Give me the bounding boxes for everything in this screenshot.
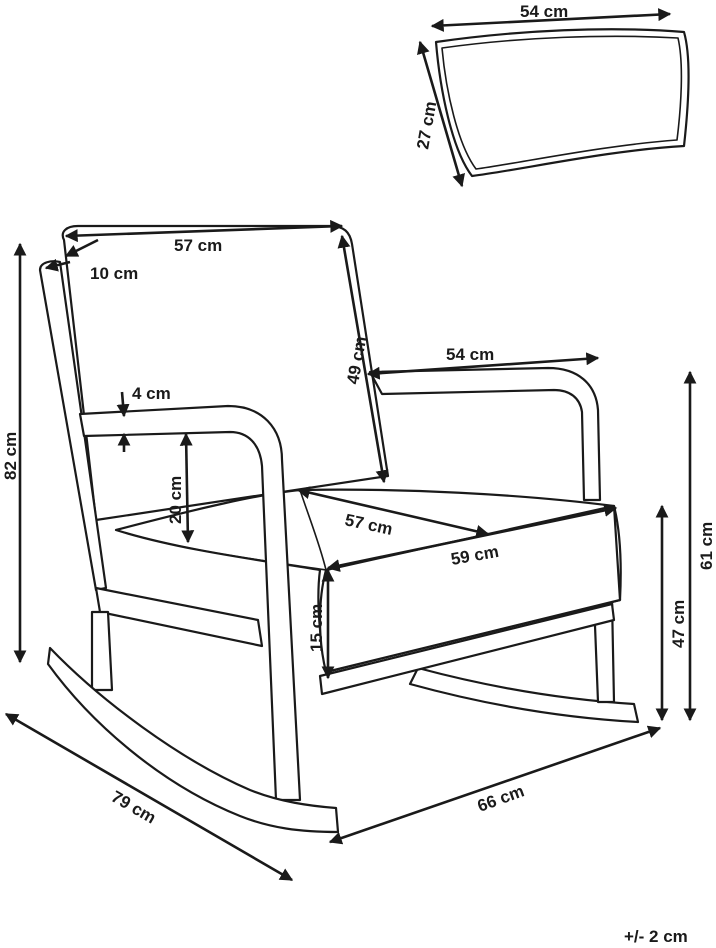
seat-width-line: [326, 504, 618, 572]
backrest-height-line: [337, 234, 389, 484]
rocking-chair-drawing: [38, 224, 640, 834]
total-height-label: 82 cm: [1, 432, 20, 480]
backrest-top-line-b: [44, 258, 71, 272]
cushion-width-label: 54 cm: [520, 2, 568, 21]
cushion-width-line: [430, 8, 672, 32]
lumbar-cushion-drawing: [434, 28, 690, 178]
armrest-thickness-line-top: [116, 391, 130, 418]
total-depth-label: 79 cm: [108, 787, 159, 828]
backrest-top-label: 10 cm: [90, 264, 138, 283]
total-width-label: 66 cm: [475, 781, 527, 815]
total-width-line: [328, 725, 662, 845]
backrest-width-line: [64, 219, 344, 243]
arm-height-label: 61 cm: [697, 522, 716, 570]
dimension-lines: [4, 8, 697, 882]
seat-thickness-label: 15 cm: [307, 604, 326, 652]
backrest-width-label: 57 cm: [174, 236, 222, 255]
total-depth-line: [4, 712, 294, 882]
tolerance-note: +/- 2 cm: [624, 927, 688, 946]
seat-height-label: 47 cm: [669, 600, 688, 648]
cushion-height-line: [417, 40, 465, 188]
cushion-height-label: 27 cm: [413, 100, 440, 151]
backrest-top-line: [64, 238, 99, 258]
armrest-length-line: [366, 352, 600, 380]
armrest-thickness-label: 4 cm: [132, 384, 171, 403]
armrest-height-label: 20 cm: [166, 476, 185, 524]
armrest-height-line: [179, 432, 195, 544]
armrest-length-label: 54 cm: [446, 345, 494, 364]
